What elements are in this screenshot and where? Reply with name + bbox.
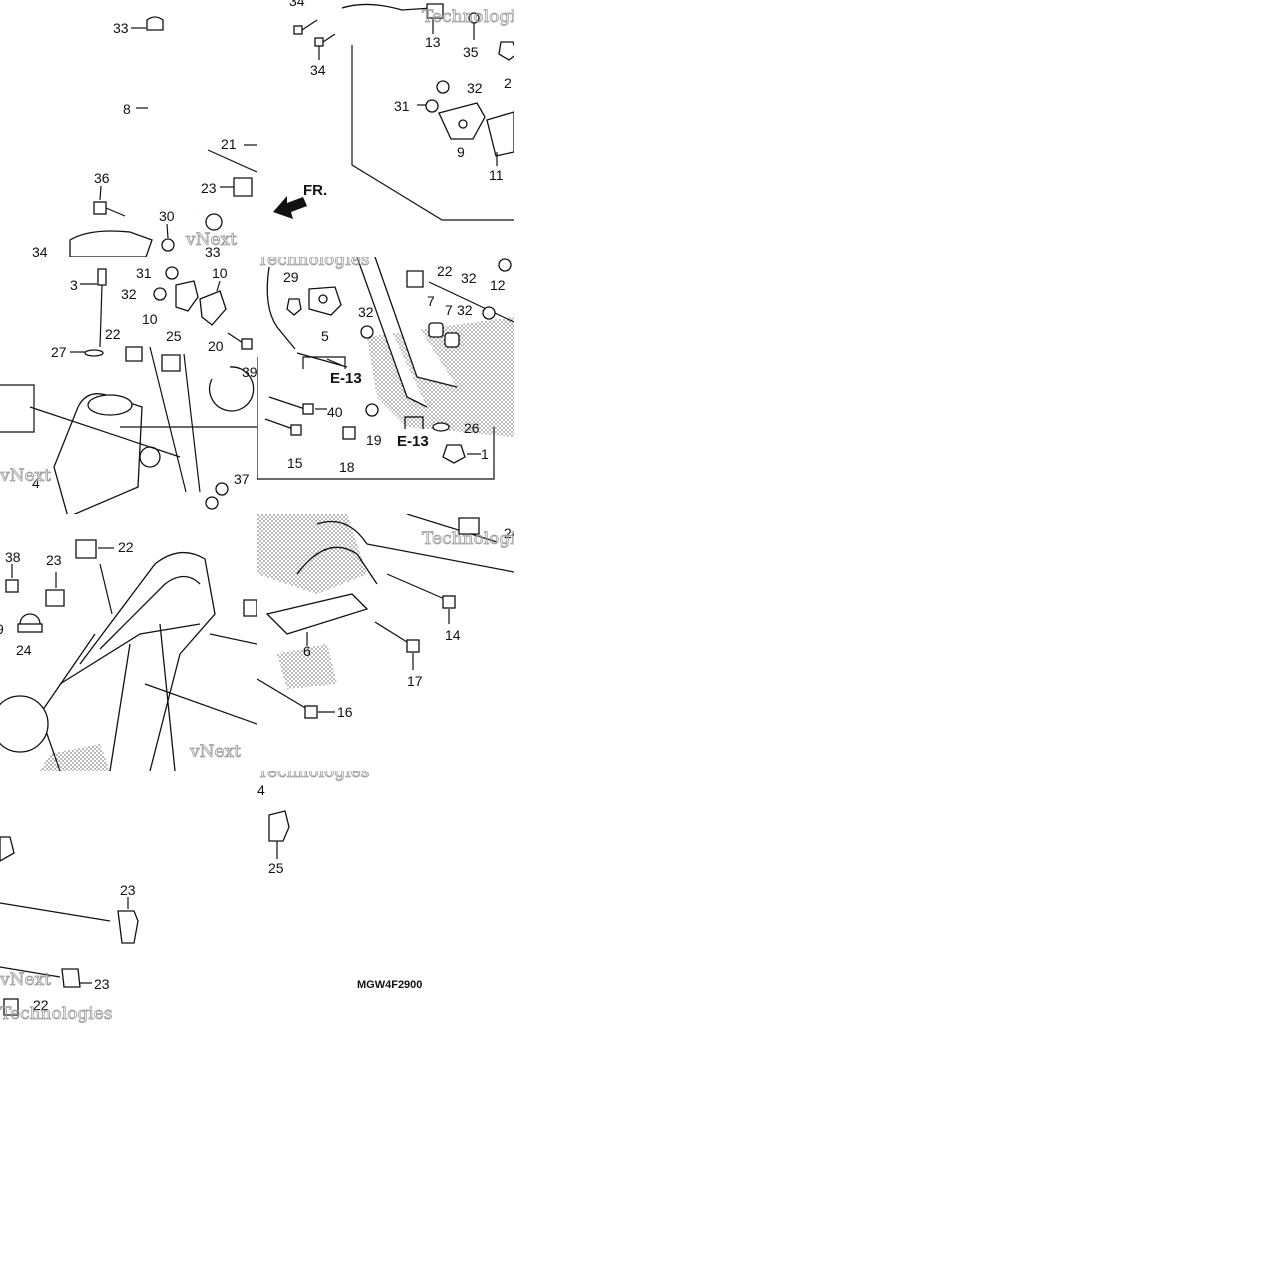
- callout-24: 24: [16, 642, 32, 658]
- callout-32b: 32: [358, 304, 374, 320]
- callout-23: 23: [46, 552, 62, 568]
- callout-17: 17: [407, 673, 423, 689]
- diagram-tile-steering-head: 3 31 32 10 10 22 25 20 27 4 37 39 vNext: [0, 257, 257, 514]
- callout-25: 25: [268, 860, 284, 876]
- callout-33b: 33: [205, 244, 221, 257]
- callout-2: 2: [504, 75, 512, 91]
- callout-19: 19: [366, 432, 382, 448]
- callout-35: 35: [463, 44, 479, 60]
- callout-37: 37: [234, 471, 250, 487]
- callout-13: 13: [425, 34, 441, 50]
- callout-34: 34: [32, 244, 48, 257]
- callout-16: 16: [337, 704, 353, 720]
- diagram-tile-harness-clamps: 23 23 22 vNext Technologies: [0, 771, 257, 1028]
- callout-3: 3: [70, 277, 78, 293]
- callout-15: 15: [287, 455, 303, 471]
- diagram-tile-rear-mount: 24 14 6 17 16 Technologies: [257, 514, 514, 771]
- diagram-tile-main-frame: 38 23 22 21 24 9 vNext: [0, 514, 257, 771]
- callout-6: 6: [303, 643, 311, 659]
- callout-12: 12: [490, 277, 506, 293]
- ref-label-e13b: E-13: [397, 433, 429, 450]
- callout-4: 4: [257, 782, 265, 798]
- callout-25: 25: [166, 328, 182, 344]
- watermark: vNext: [0, 466, 51, 486]
- watermark: vNext: [185, 230, 237, 250]
- callout-23: 23: [201, 180, 217, 196]
- callout-39: 39: [242, 364, 257, 380]
- callout-11: 11: [489, 167, 504, 183]
- watermark: vNext: [189, 742, 241, 762]
- callout-23b: 23: [94, 976, 110, 992]
- diagram-tile-fuel-tube: 33 8 36 30 21 23 33 34 vNext: [0, 0, 257, 257]
- callout-34b: 34: [310, 62, 326, 78]
- callout-33: 33: [113, 20, 129, 36]
- callout-38: 38: [5, 549, 21, 565]
- callout-9: 9: [0, 621, 4, 637]
- callout-7b: 7: [445, 302, 453, 318]
- diagram-code: MGW4F2900: [357, 979, 422, 991]
- front-marker: FR.: [303, 182, 327, 199]
- callout-4: 4: [32, 475, 40, 491]
- callout-32a: 32: [461, 270, 477, 286]
- callout-1: 1: [481, 446, 489, 462]
- diagram-tile-clamp-25: 4 25 MGW4F2900 Technologies: [257, 771, 514, 1028]
- callout-20: 20: [208, 338, 224, 354]
- callout-31: 31: [394, 98, 410, 114]
- callout-32: 32: [467, 80, 483, 96]
- callout-14: 14: [445, 627, 461, 643]
- callout-10b: 10: [142, 311, 158, 327]
- watermark: Technologies: [422, 7, 514, 27]
- callout-5: 5: [321, 328, 329, 344]
- callout-8: 8: [123, 101, 131, 117]
- callout-22: 22: [105, 326, 121, 342]
- callout-32: 32: [121, 286, 137, 302]
- callout-29: 29: [283, 269, 299, 285]
- diagram-tile-engine-mount: 29 5 22 32 12 7 7 32 32 40 19 26 15 18 1…: [257, 257, 514, 514]
- front-arrow-icon: [273, 196, 307, 219]
- callout-23a: 23: [120, 882, 136, 898]
- watermark: Technologies: [257, 771, 370, 782]
- callout-7a: 7: [427, 293, 435, 309]
- callout-21: 21: [221, 136, 237, 152]
- callout-27: 27: [51, 344, 67, 360]
- diagram-tile-upper-brackets: FR. 34 13: [257, 0, 514, 257]
- watermark: Technologies: [0, 1004, 113, 1024]
- watermark: vNext: [0, 970, 51, 990]
- callout-22: 22: [437, 263, 453, 279]
- callout-9: 9: [457, 144, 465, 160]
- callout-32c: 32: [457, 302, 473, 318]
- callout-34a: 34: [289, 0, 305, 9]
- callout-22: 22: [118, 539, 134, 555]
- callout-24: 24: [504, 525, 514, 541]
- watermark: Technologies: [257, 257, 370, 270]
- callout-10a: 10: [212, 265, 228, 281]
- ref-label-e13a: E-13: [330, 370, 362, 387]
- callout-18: 18: [339, 459, 355, 475]
- callout-31: 31: [136, 265, 152, 281]
- watermark: Technologies: [422, 529, 514, 549]
- callout-36: 36: [94, 170, 110, 186]
- callout-26: 26: [464, 420, 480, 436]
- callout-40: 40: [327, 404, 343, 420]
- callout-30: 30: [159, 208, 175, 224]
- callout-22: 22: [33, 997, 49, 1013]
